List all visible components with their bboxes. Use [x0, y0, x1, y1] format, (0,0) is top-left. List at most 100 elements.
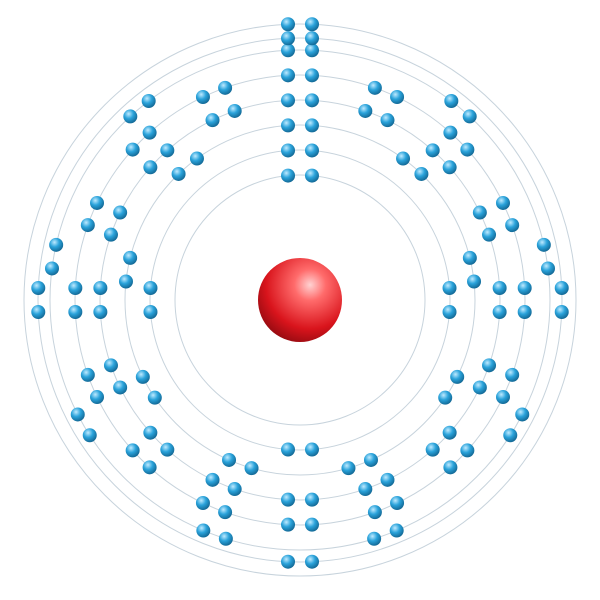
electron — [196, 523, 211, 538]
electron — [160, 143, 175, 158]
electron — [442, 281, 457, 296]
electron — [82, 428, 97, 443]
electron — [125, 443, 140, 458]
electron — [222, 452, 237, 467]
orbit-ring-6 — [49, 49, 551, 551]
electron — [495, 195, 510, 210]
electron — [281, 43, 295, 58]
electron — [358, 482, 373, 497]
electron — [444, 94, 459, 108]
electron — [113, 380, 128, 395]
electron — [517, 281, 532, 296]
electron — [189, 151, 204, 166]
electron — [70, 407, 85, 422]
electron — [147, 390, 162, 405]
electron — [390, 90, 405, 105]
electron — [380, 113, 395, 128]
electron — [515, 407, 530, 422]
electron — [305, 554, 319, 569]
orbit-ring-4 — [99, 99, 501, 501]
electron — [304, 93, 319, 108]
electron — [281, 168, 296, 183]
electron — [281, 31, 295, 46]
electron — [304, 168, 319, 183]
electron — [227, 103, 242, 118]
electron — [68, 281, 83, 296]
orbit-ring-7 — [37, 37, 563, 563]
electron — [460, 443, 475, 458]
electron — [304, 143, 319, 158]
orbit-ring-5 — [74, 74, 526, 526]
electron — [462, 109, 477, 124]
electron — [171, 166, 186, 181]
electron — [389, 523, 404, 538]
electron — [281, 118, 296, 133]
electron — [227, 482, 242, 497]
electron — [442, 160, 457, 175]
electron — [195, 495, 210, 510]
electron — [218, 505, 233, 520]
electron — [205, 472, 220, 487]
electron — [218, 80, 233, 95]
electron — [281, 492, 296, 507]
electron — [281, 68, 296, 83]
electron — [443, 125, 458, 140]
electron — [281, 17, 295, 32]
electron — [363, 452, 378, 467]
electron — [143, 425, 158, 440]
electron — [113, 205, 128, 220]
electron — [482, 358, 497, 373]
electron — [505, 367, 520, 382]
electron — [443, 460, 458, 475]
electron — [396, 151, 411, 166]
electron — [123, 109, 138, 124]
electron — [541, 261, 555, 276]
electron — [554, 281, 569, 295]
electron — [505, 218, 520, 233]
electron — [425, 442, 440, 457]
electron — [135, 369, 150, 384]
electron — [442, 304, 457, 319]
electron — [205, 113, 220, 128]
electron — [31, 305, 46, 319]
electron — [462, 250, 477, 265]
electron — [482, 227, 497, 242]
electron — [305, 17, 319, 32]
electron — [460, 142, 475, 157]
electron — [281, 93, 296, 108]
electron — [380, 472, 395, 487]
electron — [141, 94, 156, 108]
electron — [80, 367, 95, 382]
electron — [495, 390, 510, 405]
electron — [450, 369, 465, 384]
electron — [68, 304, 83, 319]
electron — [305, 43, 319, 58]
electron — [367, 505, 382, 520]
electron — [218, 531, 233, 546]
electron — [281, 517, 296, 532]
electron — [125, 142, 140, 157]
electron — [467, 274, 482, 289]
electron — [281, 143, 296, 158]
electron — [244, 461, 259, 476]
electron — [160, 442, 175, 457]
electron — [414, 166, 429, 181]
electron — [93, 304, 108, 319]
orbit-ring-1 — [174, 174, 426, 426]
orbit-ring-2 — [149, 149, 451, 451]
electron — [517, 304, 532, 319]
electron — [143, 304, 158, 319]
electron — [304, 68, 319, 83]
electron — [472, 380, 487, 395]
electron — [90, 390, 105, 405]
electron — [367, 531, 382, 546]
electron — [90, 195, 105, 210]
electron — [304, 492, 319, 507]
electron — [142, 460, 157, 475]
electron — [143, 160, 158, 175]
electron — [554, 305, 569, 319]
electron — [503, 428, 518, 443]
orbit-rings — [23, 23, 577, 577]
electron — [492, 281, 507, 296]
